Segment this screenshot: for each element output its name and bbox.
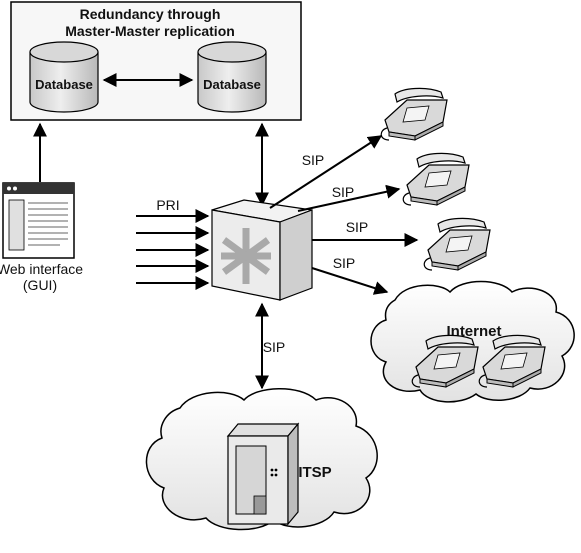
itsp-cloud-label: ITSP [298,464,331,481]
redundancy-title-line1: Redundancy through [80,6,221,22]
sip-label-itsp: SIP [263,339,286,355]
web-interface-label-line1: Web interface [0,261,83,277]
sip-label-phone2: SIP [332,184,355,200]
sip-phone-1-icon [380,87,448,141]
itsp-server-rack-icon [226,422,300,526]
sip-link-phone2 [297,184,401,212]
pri-trunk-lines [136,209,210,290]
redundancy-title-line2: Master-Master replication [65,23,235,39]
sip-label-phone1: SIP [302,152,325,168]
database-left-label: Database [35,77,93,92]
sip-label-internet: SIP [333,255,356,271]
sip-label-phone3: SIP [346,219,369,235]
web-interface-icon [2,182,75,259]
sip-phone-3-icon [423,217,491,271]
sip-link-phone1 [269,135,383,209]
sip-phone-2-icon [402,152,470,206]
sip-link-internet [311,267,389,295]
database-right-label: Database [203,77,261,92]
pbx-server-icon [211,199,313,301]
web-interface-label-line2: (GUI) [23,277,57,293]
pri-label: PRI [156,197,179,213]
database-right-icon [197,41,267,113]
database-left-icon [29,41,99,113]
